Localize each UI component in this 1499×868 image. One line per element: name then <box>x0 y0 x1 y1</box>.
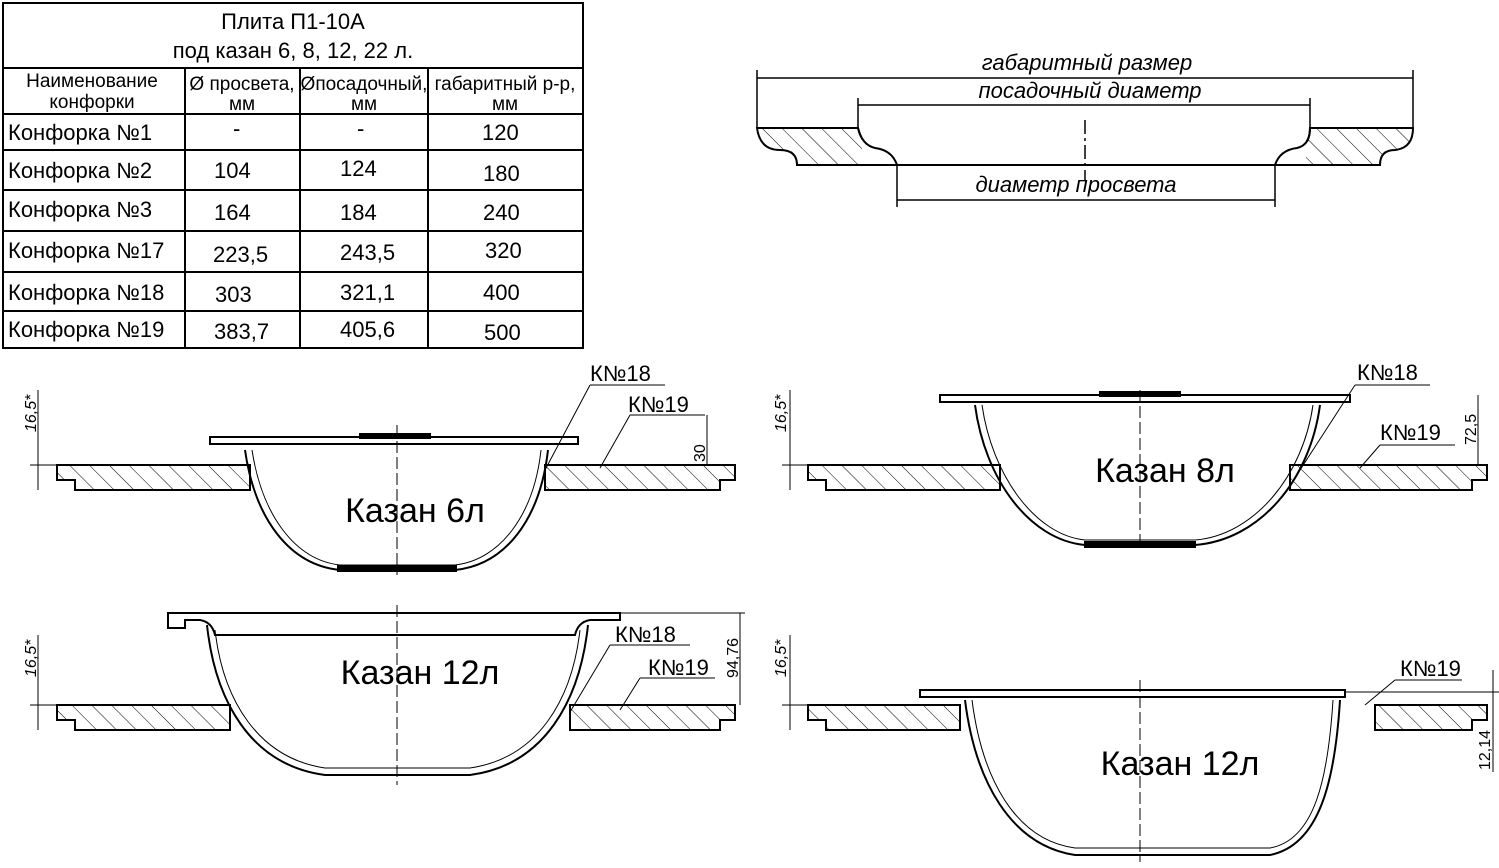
cell: 303 <box>215 282 252 307</box>
header-name: Наименование <box>26 71 158 92</box>
dim-left: 16,5* <box>23 394 40 432</box>
header-opening-2: мм <box>229 94 255 115</box>
view-kazan-12l-b <box>782 635 1499 862</box>
table-row: Конфорка №19 383,7 405,6 500 <box>8 317 521 345</box>
label-seat-diameter: посадочный диаметр <box>978 78 1201 103</box>
cell: 321,1 <box>340 280 395 305</box>
header-seat-2: мм <box>351 94 377 115</box>
header-overall: габаритный р-р, <box>435 74 576 95</box>
cell: 104 <box>214 158 251 183</box>
callout-k18: К№18 <box>590 361 651 386</box>
cell: Конфорка №18 <box>8 280 164 305</box>
cell: 120 <box>482 120 519 145</box>
callout-k19: К№19 <box>1400 656 1461 681</box>
header-opening: Ø просвета, <box>189 74 294 95</box>
label-overall-size: габаритный размер <box>982 50 1192 75</box>
cell: Конфорка №2 <box>8 158 152 183</box>
view-kazan-8l <box>782 384 1488 550</box>
callout-k19: К№19 <box>1380 420 1441 445</box>
cell: 164 <box>214 200 251 225</box>
view-kazan-6l <box>30 384 736 575</box>
table-row: Конфорка №2 104 124 180 <box>8 156 520 186</box>
cell: 320 <box>485 238 522 263</box>
table-row: Конфорка №1 - - 120 <box>8 116 519 145</box>
table-title: Плита П1-10А <box>221 9 365 34</box>
cell: 124 <box>340 156 377 181</box>
kazan-label: Казан 8л <box>1095 452 1235 490</box>
cell: - <box>357 116 364 141</box>
cell: Конфорка №17 <box>8 238 164 263</box>
cell: 243,5 <box>340 240 395 265</box>
table-row: Конфорка №3 164 184 240 <box>8 197 520 225</box>
dim-left: 16,5* <box>23 639 40 677</box>
cell: 383,7 <box>214 319 269 344</box>
cell: 180 <box>483 161 520 186</box>
dim-left: 16,5* <box>773 639 790 677</box>
kazan-label: Казан 6л <box>345 492 485 530</box>
table-subtitle: под казан 6, 8, 12, 22 л. <box>173 38 413 63</box>
cell: Конфорка №1 <box>8 120 152 145</box>
table-row: Конфорка №17 223,5 243,5 320 <box>8 238 522 267</box>
dim-right: 72,5 <box>1463 414 1480 445</box>
callout-k18: К№18 <box>1357 360 1418 385</box>
cell: 184 <box>340 200 377 225</box>
cell: 400 <box>483 280 520 305</box>
cell: 240 <box>483 200 520 225</box>
table-header: Наименование конфорки Ø просвета, мм Øпо… <box>26 71 575 115</box>
callout-k19: К№19 <box>628 392 689 417</box>
label-opening-diameter: диаметр просвета <box>975 172 1176 197</box>
callout-k19: К№19 <box>648 655 709 680</box>
kazan-label: Казан 12л <box>341 654 500 692</box>
table-row: Конфорка №18 303 321,1 400 <box>8 280 520 307</box>
kazan-label: Казан 12л <box>1101 745 1260 783</box>
callout-k18: К№18 <box>615 622 676 647</box>
header-name-2: конфорки <box>49 92 134 113</box>
dim-right: 30 <box>692 444 709 462</box>
header-overall-2: мм <box>492 94 518 115</box>
view-kazan-12l-a <box>30 605 745 785</box>
cell: 500 <box>484 320 521 345</box>
burner-ring-schematic <box>755 70 1415 207</box>
burner-table <box>2 2 584 349</box>
cell: Конфорка №3 <box>8 197 152 222</box>
cell: Конфорка №19 <box>8 317 164 342</box>
dim-right: 94,76 <box>725 638 742 678</box>
header-seat: Øпосадочный, <box>301 74 428 95</box>
cell: 223,5 <box>213 242 268 267</box>
dim-left: 16,5* <box>773 394 790 432</box>
cell: - <box>233 116 240 141</box>
table-body: Конфорка №1 - - 120 Конфорка №2 104 124 … <box>8 116 522 345</box>
cell: 405,6 <box>340 317 395 342</box>
dim-right: 12,14 <box>1477 730 1494 770</box>
